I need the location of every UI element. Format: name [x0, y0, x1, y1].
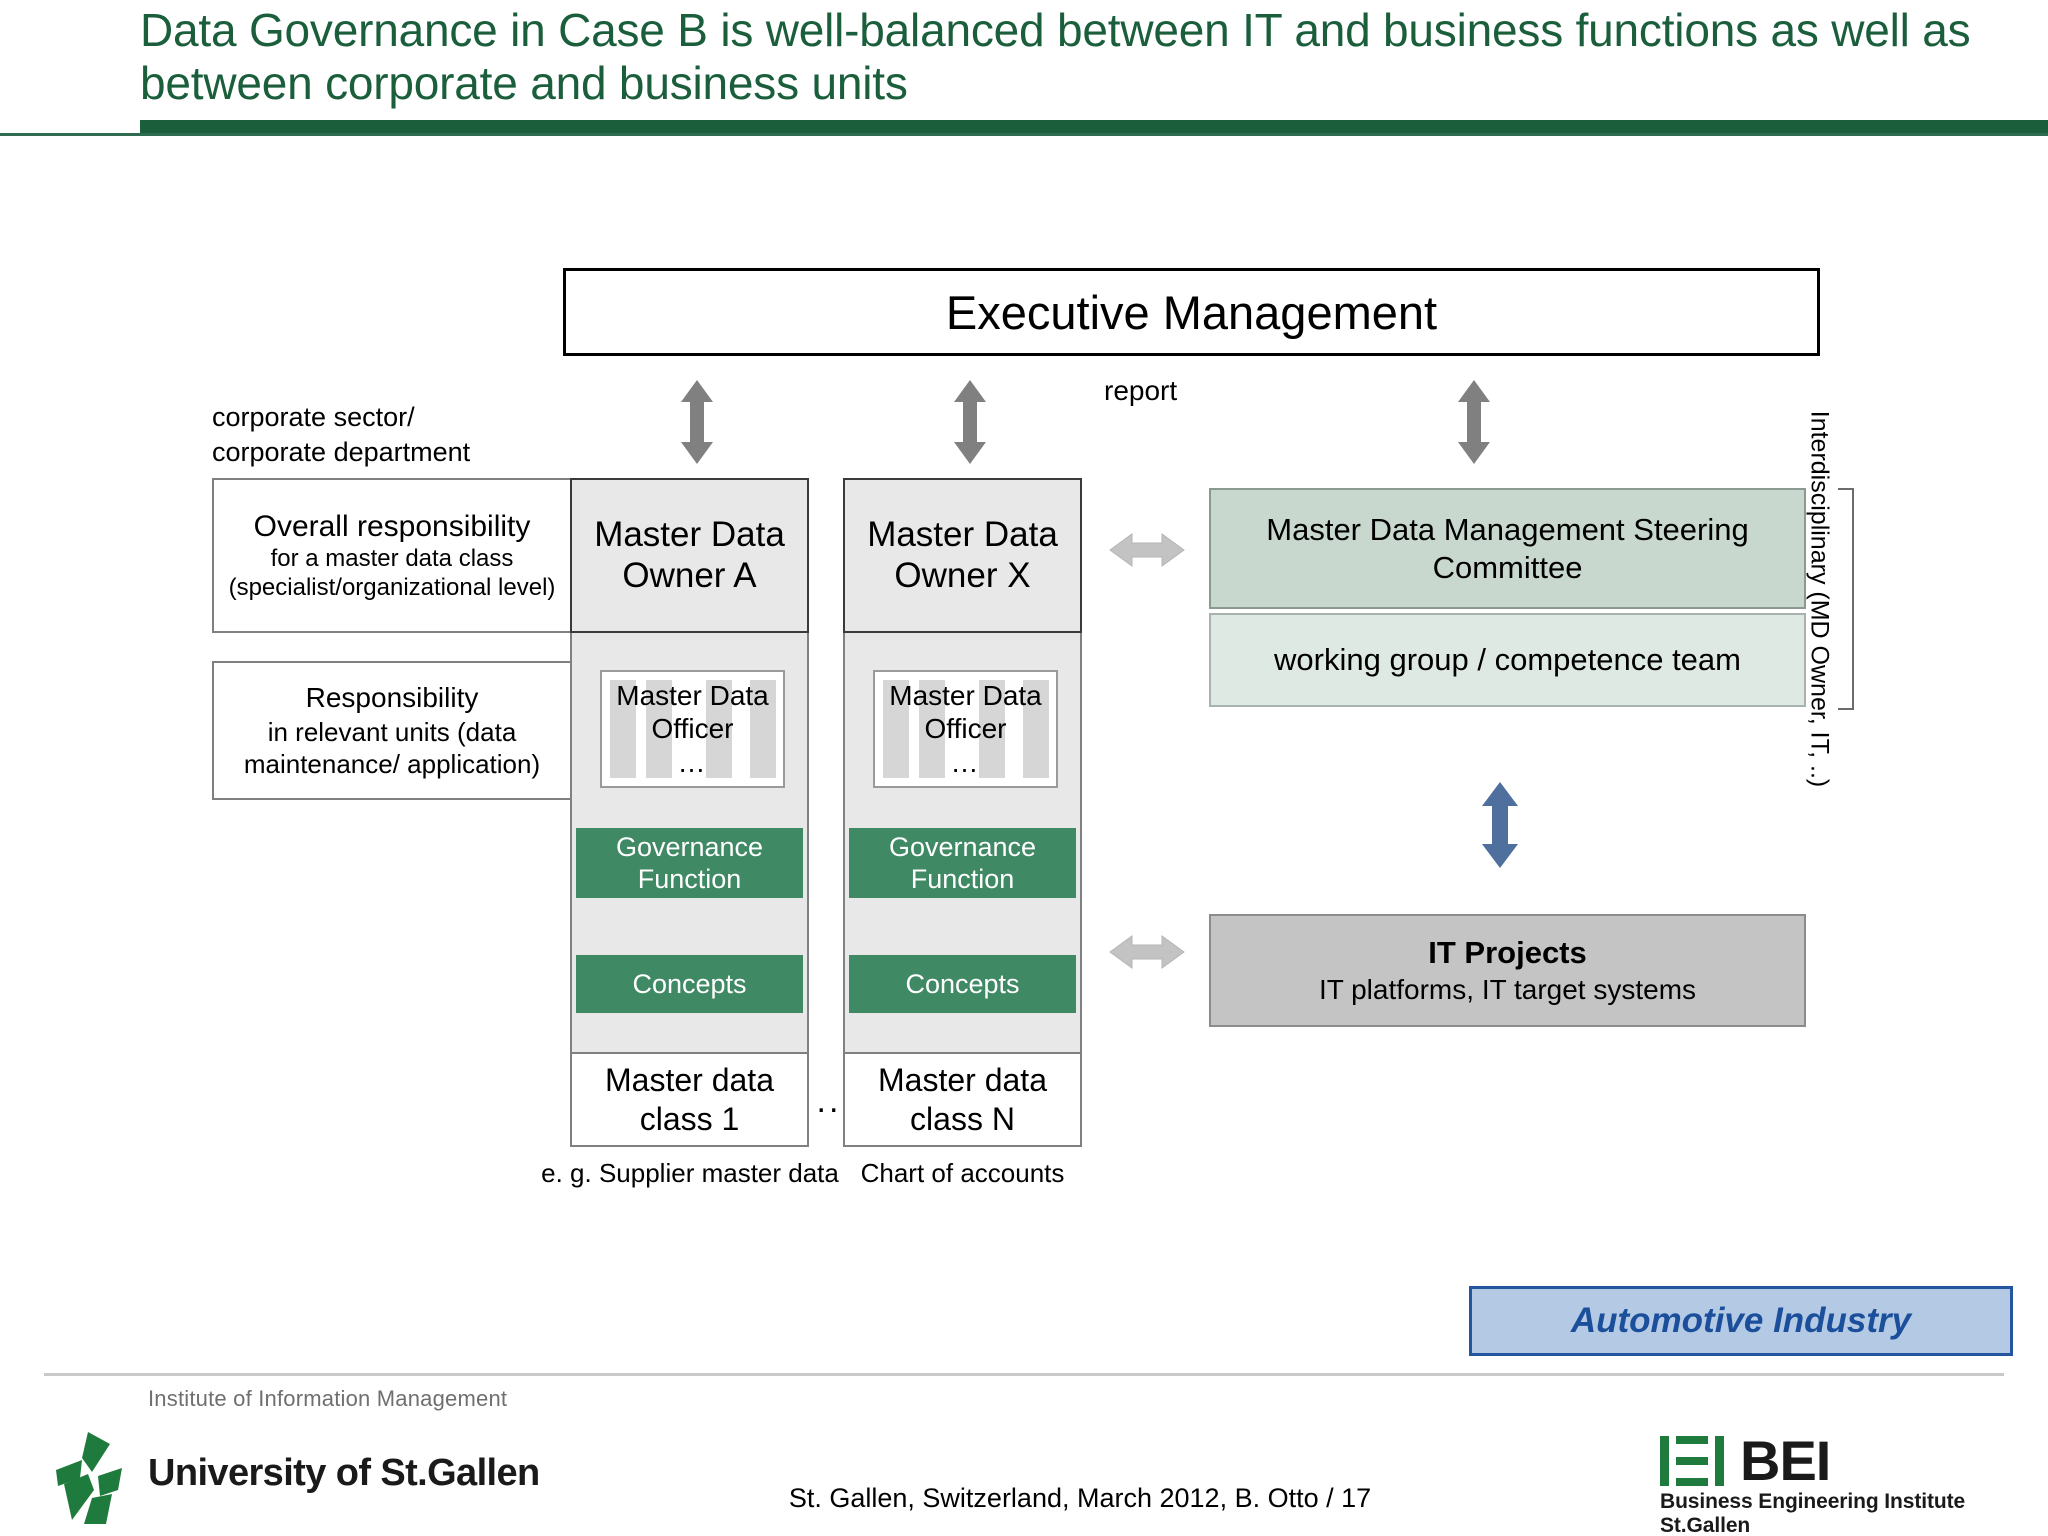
double-arrow-up-down-steering-icon: [1458, 380, 1490, 464]
master-data-class-n-box: Master data class N: [843, 1052, 1082, 1147]
governance-function-x-label: Governance Function: [888, 831, 1037, 894]
it-projects-title: IT Projects: [1428, 934, 1587, 970]
university-logo-icon: [56, 1432, 122, 1524]
governance-function-a-label: Governance Function: [615, 831, 764, 894]
corporate-sector-label: corporate sector/corporate department: [212, 402, 471, 467]
responsibility-units-box: Responsibility in relevant units (data m…: [212, 661, 572, 800]
it-projects-subtitle: IT platforms, IT target systems: [1318, 974, 1697, 1006]
master-data-class-n-caption: Chart of accounts: [860, 1158, 1065, 1188]
bei-subtitle: Business Engineering Institute St.Gallen: [1660, 1490, 1966, 1536]
report-label: report: [1104, 375, 1178, 406]
master-data-owner-x-box: Master Data Owner X: [843, 478, 1082, 633]
footer-divider: [44, 1373, 2004, 1376]
double-arrow-left-right-it-projects-icon: [1109, 935, 1185, 969]
responsibility-units-heading: Responsibility: [305, 681, 479, 713]
page-title: Data Governance in Case B is well-balanc…: [140, 4, 1971, 109]
interdisciplinary-text: Interdisciplinary (MD Owner, IT, ..): [1805, 410, 1834, 788]
institute-label: Institute of Information Management: [148, 1386, 508, 1411]
responsibility-units-detail: in relevant units (data maintenance/ app…: [243, 716, 541, 779]
master-data-officer-x-card: Master Data Officer …: [873, 670, 1058, 788]
working-group-label: working group / competence team: [1274, 642, 1741, 678]
master-data-officer-x-label: Master Data Officer: [889, 679, 1042, 745]
title-block: Data Governance in Case B is well-balanc…: [0, 0, 2048, 140]
overall-responsibility-box: Overall responsibility for a master data…: [212, 478, 572, 633]
steering-committee-box: Master Data Management Steering Committe…: [1209, 488, 1806, 609]
stacked-card-stripes: [602, 672, 783, 786]
concepts-a-label: Concepts: [632, 968, 747, 999]
overall-responsibility-detail: for a master data class (specialist/orga…: [228, 545, 556, 601]
master-data-officer-a-ellipsis: …: [677, 746, 708, 778]
university-name: University of St.Gallen: [148, 1452, 540, 1494]
executive-management-box: Executive Management: [563, 268, 1820, 356]
master-data-class-n-label: Master data class N: [878, 1062, 1047, 1137]
double-arrow-left-right-steering-icon: [1109, 533, 1185, 567]
steering-committee-label: Master Data Management Steering Committe…: [1266, 511, 1749, 585]
concepts-x-box: Concepts: [849, 955, 1076, 1013]
master-data-owner-x-label: Master Data Owner X: [867, 515, 1058, 595]
overall-responsibility-heading: Overall responsibility: [253, 509, 531, 543]
automotive-industry-label: Automotive Industry: [1570, 1301, 1912, 1340]
master-data-officer-a-card: Master Data Officer …: [600, 670, 785, 788]
bei-wordmark: BEI: [1740, 1429, 1831, 1492]
bei-logo: BEI Business Engineering Institute St.Ga…: [1660, 1429, 2030, 1536]
master-data-officer-a-text: Master Data Officer …: [602, 679, 783, 780]
bei-mark-icon: [1660, 1436, 1724, 1486]
interdisciplinary-label: Interdisciplinary (MD Owner, IT, ..): [1805, 411, 1833, 787]
concepts-a-box: Concepts: [576, 955, 803, 1013]
executive-management-label: Executive Management: [945, 285, 1438, 339]
master-data-officer-x-text: Master Data Officer …: [875, 679, 1056, 780]
concepts-x-label: Concepts: [905, 968, 1020, 999]
working-group-box: working group / competence team: [1209, 613, 1806, 707]
master-data-class-1-caption: e. g. Supplier master data: [541, 1158, 839, 1188]
stacked-card-stripes: [875, 672, 1056, 786]
master-data-officer-x-ellipsis: …: [950, 746, 981, 778]
master-data-class-1-label: Master data class 1: [605, 1062, 774, 1137]
double-arrow-up-down-owner-x-icon: [954, 380, 986, 464]
master-data-class-1-box: Master data class 1: [570, 1052, 809, 1147]
interdisciplinary-bracket: [1838, 488, 1854, 710]
title-underline-thin: [0, 133, 2048, 136]
title-underline-thick: [140, 120, 2048, 133]
master-data-owner-a-label: Master Data Owner A: [594, 515, 785, 595]
footer-credit: St. Gallen, Switzerland, March 2012, B. …: [788, 1483, 1372, 1513]
automotive-industry-badge: Automotive Industry: [1469, 1286, 2013, 1356]
it-projects-box: IT Projects IT platforms, IT target syst…: [1209, 914, 1806, 1027]
governance-function-x-box: Governance Function: [849, 828, 1076, 898]
double-arrow-up-down-owner-a-icon: [681, 380, 713, 464]
column-ellipsis: ..: [816, 1082, 842, 1120]
double-arrow-up-down-it-projects-icon: [1482, 782, 1518, 868]
master-data-officer-a-label: Master Data Officer: [616, 679, 769, 745]
master-data-owner-a-box: Master Data Owner A: [570, 478, 809, 633]
governance-function-a-box: Governance Function: [576, 828, 803, 898]
